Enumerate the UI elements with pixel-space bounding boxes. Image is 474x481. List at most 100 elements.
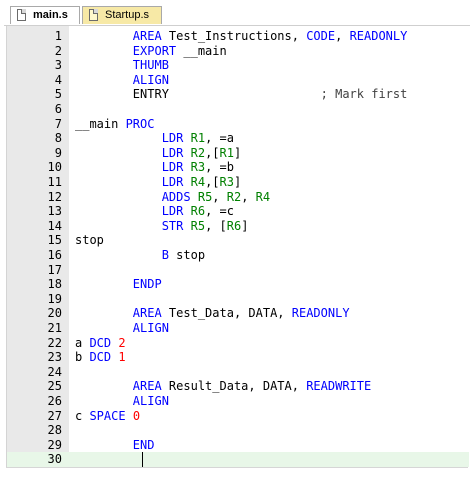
text-token: , — [212, 189, 227, 204]
keyword-token: ALIGN — [132, 394, 169, 408]
code-line[interactable]: 16 B stop — [7, 248, 469, 263]
code-line[interactable]: 29 END — [7, 438, 469, 453]
code-line[interactable]: 4 ALIGN — [7, 73, 469, 88]
code-line[interactable]: 19 — [7, 292, 469, 307]
keyword-token: THUMB — [132, 58, 169, 73]
register-token: R4 — [255, 189, 271, 204]
line-number: 1 — [54, 29, 62, 43]
code-text: STR R5, [R6] — [75, 218, 249, 234]
register-token: R4 — [190, 175, 206, 189]
keyword-token: READONLY — [349, 29, 408, 43]
line-number: 5 — [54, 87, 62, 102]
text-token — [75, 219, 162, 233]
code-text: ENDP — [75, 277, 162, 292]
keyword-token: END — [132, 437, 155, 452]
document-icon — [17, 9, 26, 21]
code-line[interactable]: 9 LDR R2,[R1] — [7, 146, 469, 161]
tab-startup-s[interactable]: Startup.s — [82, 6, 162, 24]
tab-main-s[interactable]: main.s — [10, 6, 80, 24]
text-token — [183, 204, 190, 218]
register-token: R6 — [226, 218, 242, 233]
text-token — [75, 321, 133, 335]
line-number: 21 — [47, 321, 62, 335]
code-line[interactable]: 14 STR R5, [R6] — [7, 219, 469, 234]
keyword-token: DCD — [89, 350, 112, 365]
code-line[interactable]: 7__main PROC — [7, 117, 469, 132]
code-line[interactable]: 28 — [7, 423, 469, 438]
line-number: 29 — [47, 437, 62, 452]
line-number: 9 — [54, 145, 62, 160]
text-token: __main — [75, 116, 126, 131]
text-token — [75, 44, 133, 58]
text-token: ] — [233, 145, 242, 160]
text-token: , [ — [205, 218, 227, 233]
text-token — [75, 175, 162, 189]
keyword-token: EXPORT — [132, 43, 177, 58]
register-token: R6 — [190, 204, 206, 219]
text-token — [75, 204, 162, 218]
text-token — [75, 190, 162, 204]
text-token: stop — [168, 248, 206, 262]
code-line[interactable]: 5 ENTRY ; Mark first — [7, 87, 469, 102]
code-text: stop — [75, 233, 104, 248]
code-line[interactable]: 2 EXPORT __main — [7, 44, 469, 59]
text-token — [75, 438, 133, 452]
code-line[interactable]: 24 — [7, 365, 469, 380]
code-line[interactable]: 1 AREA Test_Instructions, CODE, READONLY — [7, 29, 469, 44]
code-line[interactable]: 11 LDR R4,[R3] — [7, 175, 469, 190]
code-line[interactable]: 30 — [7, 452, 469, 468]
code-line[interactable]: 12 ADDS R5, R2, R4 — [7, 190, 469, 205]
code-text: LDR R6, =c — [75, 204, 234, 219]
code-line[interactable]: 10 LDR R3, =b — [7, 160, 469, 175]
line-number: 17 — [47, 262, 62, 277]
keyword-token: SPACE — [89, 408, 126, 423]
code-line[interactable]: 13 LDR R6, =c — [7, 204, 469, 219]
code-text: EXPORT __main — [75, 44, 227, 59]
keyword-token: ALIGN — [132, 321, 169, 335]
code-text: c SPACE 0 — [75, 409, 140, 424]
code-editor[interactable]: 1 AREA Test_Instructions, CODE, READONLY… — [6, 26, 469, 468]
code-text: ALIGN — [75, 394, 169, 409]
text-token — [183, 175, 190, 189]
line-number: 26 — [47, 394, 62, 408]
line-number: 4 — [54, 72, 62, 87]
code-line[interactable]: 25 AREA Result_Data, DATA, READWRITE — [7, 379, 469, 394]
code-text: THUMB — [75, 58, 169, 73]
register-token: R3 — [190, 160, 206, 175]
code-line[interactable]: 26 ALIGN — [7, 394, 469, 409]
text-token: c — [75, 408, 90, 423]
code-line[interactable]: 21 ALIGN — [7, 321, 469, 336]
code-text: a DCD 2 — [75, 336, 126, 351]
text-token — [126, 409, 133, 423]
code-text: b DCD 1 — [75, 350, 126, 365]
line-number: 28 — [47, 423, 62, 438]
keyword-token: DCD — [89, 335, 112, 350]
text-token — [75, 379, 133, 393]
text-token — [75, 306, 133, 320]
code-line[interactable]: 6 — [7, 102, 469, 117]
line-number-gutter — [7, 26, 69, 467]
code-line[interactable]: 17 — [7, 263, 469, 278]
register-token: R1 — [190, 131, 206, 146]
code-line[interactable]: 27 c SPACE 0 — [7, 409, 469, 424]
code-line[interactable]: 3 THUMB — [7, 58, 469, 73]
code-line[interactable]: 20 AREA Test_Data, DATA, READONLY — [7, 306, 469, 321]
text-token — [75, 131, 162, 145]
code-text: LDR R4,[R3] — [75, 175, 242, 190]
code-line[interactable]: 18 ENDP — [7, 277, 469, 292]
keyword-token: ADDS — [161, 189, 191, 204]
line-number: 20 — [47, 306, 62, 321]
line-number: 27 — [47, 408, 62, 423]
number-token: 0 — [132, 408, 141, 423]
keyword-token: CODE — [306, 29, 336, 43]
text-token: , =b — [205, 160, 234, 175]
editor-bottom-border — [6, 467, 468, 468]
line-number: 13 — [47, 204, 62, 219]
line-number: 14 — [47, 218, 62, 233]
code-line[interactable]: 8 LDR R1, =a — [7, 131, 469, 146]
text-token — [183, 131, 190, 145]
keyword-token: READWRITE — [306, 379, 372, 394]
